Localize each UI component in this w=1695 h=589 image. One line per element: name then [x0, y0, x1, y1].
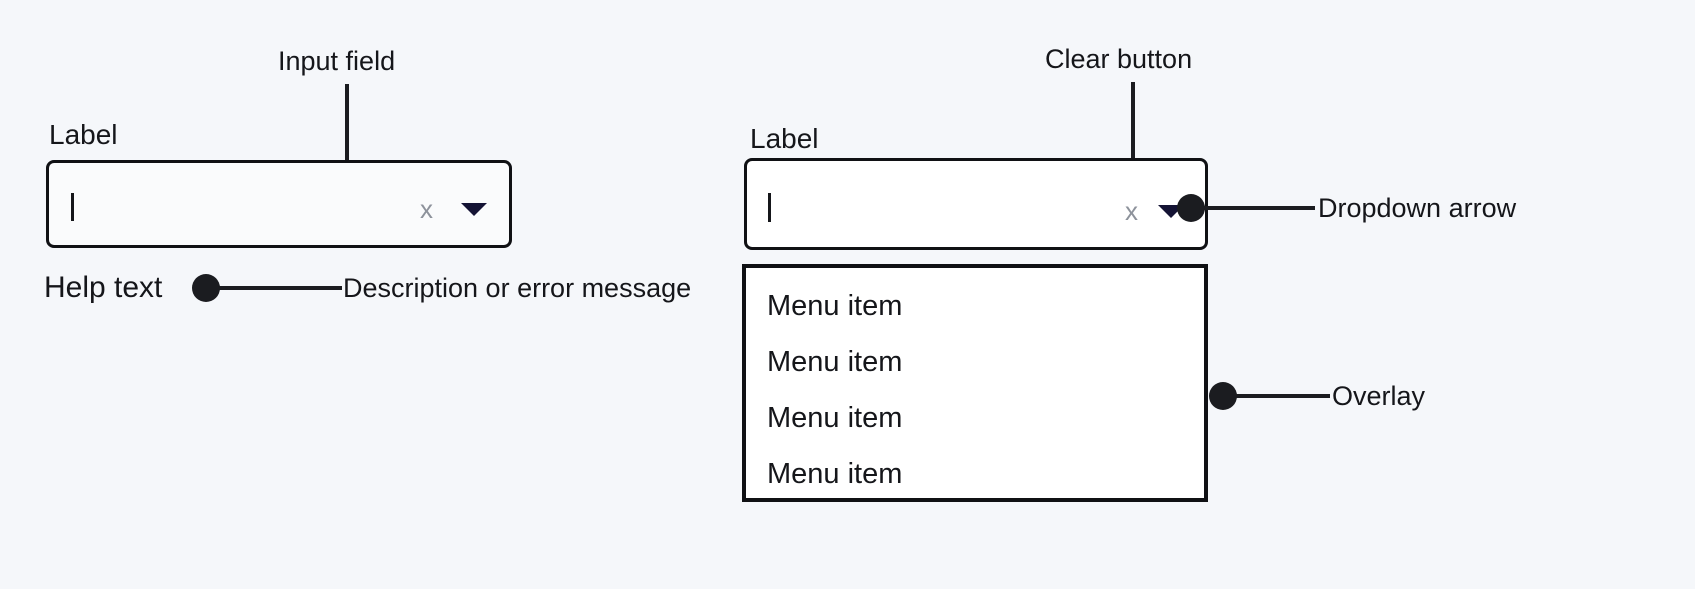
left-input-field[interactable]: x [46, 160, 512, 248]
menu-item[interactable]: Menu item [767, 346, 903, 378]
left-clear-button[interactable]: x [420, 194, 433, 224]
annotation-label-help-text: Description or error message [343, 273, 692, 303]
annotation-leader-input-field [345, 84, 349, 185]
annotation-leader-dropdown-arrow [1200, 206, 1315, 210]
right-clear-button[interactable]: x [1125, 196, 1138, 226]
menu-item[interactable]: Menu item [767, 290, 903, 322]
annotation-leader-help-text [216, 286, 342, 290]
annotation-label-overlay: Overlay [1332, 381, 1426, 411]
annotation-label-input-field: Input field [278, 46, 396, 76]
left-text-caret [71, 193, 74, 221]
left-help-text: Help text [44, 271, 163, 304]
annotation-label-dropdown-arrow: Dropdown arrow [1318, 193, 1517, 223]
annotation-label-clear-button: Clear button [1045, 44, 1193, 74]
annotation-dot-help-text [192, 274, 220, 302]
left-dropdown-arrow-icon[interactable] [461, 203, 487, 216]
annotation-leader-overlay [1232, 394, 1330, 398]
right-input-field[interactable]: x [744, 158, 1208, 250]
menu-item[interactable]: Menu item [767, 402, 903, 434]
annotation-leader-clear-button [1131, 82, 1135, 176]
menu-item[interactable]: Menu item [767, 458, 903, 490]
right-field-label: Label [750, 123, 819, 154]
overlay-panel[interactable]: Menu item Menu item Menu item Menu item [742, 264, 1208, 502]
right-text-caret [768, 193, 771, 222]
left-field-label: Label [49, 119, 118, 150]
